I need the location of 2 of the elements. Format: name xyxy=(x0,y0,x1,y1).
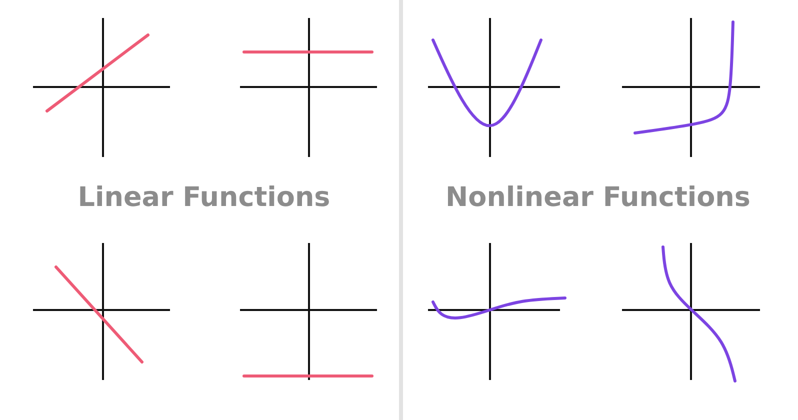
section-heading: Linear Functions xyxy=(78,182,330,213)
section-heading: Nonlinear Functions xyxy=(446,182,750,213)
